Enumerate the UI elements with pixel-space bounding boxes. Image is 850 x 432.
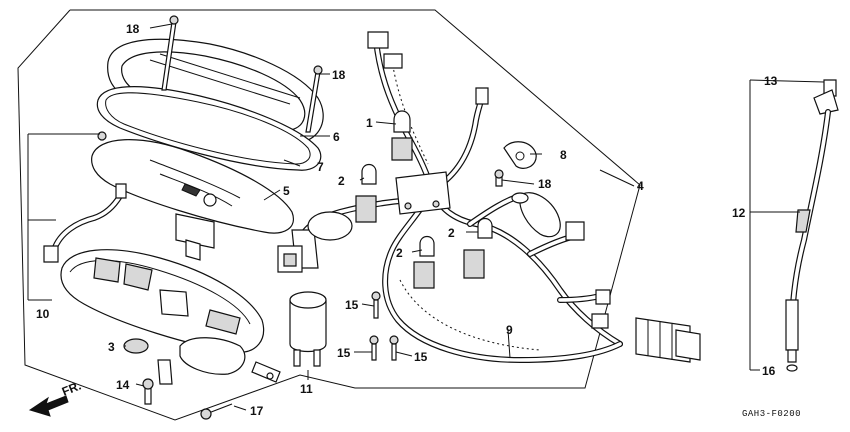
bulb-2-center-left <box>413 235 435 289</box>
callout-15-right: 15 <box>414 350 428 364</box>
callout-7: 7 <box>317 160 324 174</box>
leader-lines <box>27 23 825 411</box>
callout-18-right: 18 <box>332 68 346 82</box>
meter-panel <box>91 139 294 261</box>
screw-grommet-3 <box>123 338 149 354</box>
bulb-socket-cylinder <box>511 192 561 238</box>
screw-18-center <box>494 169 504 187</box>
callout-18-top: 18 <box>126 22 140 36</box>
assembly-outline <box>17 9 641 421</box>
screw-18-top <box>161 15 179 91</box>
meter-gasket <box>96 86 322 171</box>
callout-5: 5 <box>283 184 290 198</box>
screw-15-top <box>371 291 381 319</box>
callout-2-c: 2 <box>396 246 403 260</box>
callout-4: 4 <box>637 179 644 193</box>
callout-2-b: 2 <box>448 226 455 240</box>
connector-top-b <box>475 87 489 105</box>
callout-18-center: 18 <box>538 177 552 191</box>
callout-3: 3 <box>108 340 115 354</box>
screw-15-right <box>389 335 399 361</box>
callout-6: 6 <box>333 130 340 144</box>
callout-11: 11 <box>300 382 313 396</box>
connector-right-small <box>565 221 611 329</box>
indicator-wire-harness-small <box>43 131 127 263</box>
harness-bracket-center <box>395 171 451 215</box>
screw-15-left <box>369 335 379 361</box>
clip-8 <box>503 141 537 169</box>
callout-8: 8 <box>560 148 567 162</box>
meter-case <box>60 249 281 385</box>
callout-14: 14 <box>116 378 130 392</box>
bulb-2-center-right <box>463 217 493 279</box>
main-wire-harness <box>297 37 623 363</box>
callout-12: 12 <box>732 206 746 220</box>
callout-16: 16 <box>762 364 776 378</box>
bulb-2-left <box>355 163 377 223</box>
sensor-unit-11 <box>289 291 327 367</box>
callout-15-left: 15 <box>337 346 351 360</box>
front-direction-arrow: FR. <box>28 379 83 417</box>
callout-17: 17 <box>250 404 264 418</box>
callout-9: 9 <box>506 323 513 337</box>
callout-13: 13 <box>764 74 778 88</box>
callout-10: 10 <box>36 307 50 321</box>
connector-top-a <box>367 31 403 69</box>
callout-15-top: 15 <box>345 298 359 312</box>
callout-1: 1 <box>366 116 373 130</box>
screw-14 <box>142 378 154 405</box>
diagram-code: GAH3-F0200 <box>742 409 801 419</box>
callout-2-a: 2 <box>338 174 345 188</box>
connector-right-large <box>635 317 701 363</box>
connector-left-block <box>277 211 353 273</box>
speedometer-cable <box>785 79 839 372</box>
bulb-1 <box>391 110 413 161</box>
screw-17 <box>200 403 233 420</box>
direction-label: FR. <box>60 379 83 399</box>
